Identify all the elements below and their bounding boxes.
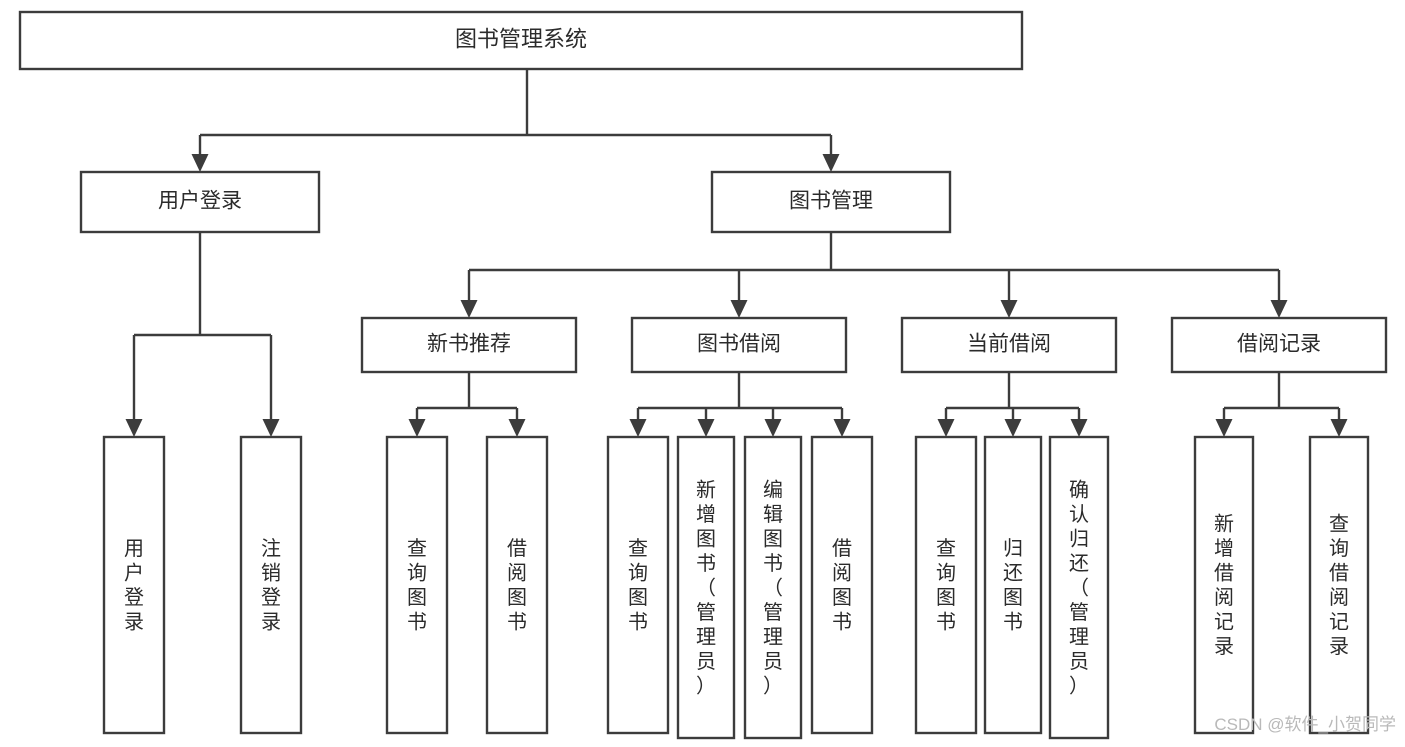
node-label-leaf-query-book-recommend: 查询图书 xyxy=(407,537,427,634)
node-box-book-management[interactable] xyxy=(710,170,952,234)
node-root[interactable]: 图书管理系统 xyxy=(18,10,1024,71)
node-layer: 图书管理系统用户登录图书管理新书推荐图书借阅当前借阅借阅记录用户登录注销登录查询… xyxy=(18,10,1388,740)
node-box-leaf-query-book-recommend[interactable] xyxy=(385,435,449,735)
node-leaf-user-logout[interactable]: 注销登录 xyxy=(239,435,303,735)
node-box-leaf-confirm-return-admin[interactable] xyxy=(1048,435,1110,740)
node-leaf-query-book-recommend[interactable]: 查询图书 xyxy=(385,435,449,735)
node-label-leaf-query-book-current: 查询图书 xyxy=(936,537,956,634)
node-box-root[interactable] xyxy=(18,10,1024,71)
node-box-leaf-add-borrow-record[interactable] xyxy=(1193,435,1255,735)
node-box-leaf-query-book-current[interactable] xyxy=(914,435,978,735)
node-book-borrow[interactable]: 图书借阅 xyxy=(630,316,848,374)
node-label-leaf-confirm-return-admin: 确认归还（管理员） xyxy=(1069,478,1089,697)
node-leaf-borrow-book-recommend[interactable]: 借阅图书 xyxy=(485,435,549,735)
node-label-leaf-query-book-borrow: 查询图书 xyxy=(628,537,648,634)
node-leaf-user-login[interactable]: 用户登录 xyxy=(102,435,166,735)
node-box-leaf-edit-book-admin[interactable] xyxy=(743,435,803,740)
watermark-label: CSDN @软件_小贺同学 xyxy=(1214,715,1396,734)
node-box-leaf-query-book-borrow[interactable] xyxy=(606,435,670,735)
node-label-leaf-edit-book-admin: 编辑图书（管理员） xyxy=(763,478,783,697)
node-label-current-borrow: 当前借阅 xyxy=(967,333,1051,356)
node-label-root: 图书管理系统 xyxy=(455,26,587,51)
node-box-leaf-borrow-book-recommend[interactable] xyxy=(485,435,549,735)
node-leaf-return-book[interactable]: 归还图书 xyxy=(983,435,1043,735)
node-label-user-login: 用户登录 xyxy=(158,190,242,213)
node-box-leaf-user-login[interactable] xyxy=(102,435,166,735)
node-box-leaf-query-borrow-record[interactable] xyxy=(1308,435,1370,735)
node-box-current-borrow[interactable] xyxy=(900,316,1118,374)
node-leaf-add-borrow-record[interactable]: 新增借阅记录 xyxy=(1193,435,1255,735)
node-box-book-borrow[interactable] xyxy=(630,316,848,374)
node-box-user-login[interactable] xyxy=(79,170,321,234)
node-box-leaf-return-book[interactable] xyxy=(983,435,1043,735)
node-label-book-borrow: 图书借阅 xyxy=(697,333,781,356)
node-leaf-add-book-admin[interactable]: 新增图书（管理员） xyxy=(676,435,736,740)
node-label-leaf-add-borrow-record: 新增借阅记录 xyxy=(1214,513,1234,659)
connector-layer xyxy=(125,69,1348,437)
node-label-leaf-borrow-book: 借阅图书 xyxy=(832,537,852,634)
node-label-leaf-add-book-admin: 新增图书（管理员） xyxy=(696,478,716,697)
node-leaf-query-book-borrow[interactable]: 查询图书 xyxy=(606,435,670,735)
node-label-leaf-user-login: 用户登录 xyxy=(124,538,144,634)
node-borrow-record[interactable]: 借阅记录 xyxy=(1170,316,1388,374)
node-current-borrow[interactable]: 当前借阅 xyxy=(900,316,1118,374)
node-leaf-query-book-current[interactable]: 查询图书 xyxy=(914,435,978,735)
node-label-leaf-return-book: 归还图书 xyxy=(1003,537,1023,634)
node-new-book-recommend[interactable]: 新书推荐 xyxy=(360,316,578,374)
node-box-borrow-record[interactable] xyxy=(1170,316,1388,374)
node-book-management[interactable]: 图书管理 xyxy=(710,170,952,234)
node-box-leaf-user-logout[interactable] xyxy=(239,435,303,735)
node-label-leaf-user-logout: 注销登录 xyxy=(261,537,281,634)
node-leaf-query-borrow-record[interactable]: 查询借阅记录 xyxy=(1308,435,1370,735)
node-leaf-confirm-return-admin[interactable]: 确认归还（管理员） xyxy=(1048,435,1110,740)
node-label-book-management: 图书管理 xyxy=(789,190,873,213)
node-label-new-book-recommend: 新书推荐 xyxy=(427,333,511,356)
node-label-leaf-query-borrow-record: 查询借阅记录 xyxy=(1329,513,1349,659)
node-user-login[interactable]: 用户登录 xyxy=(79,170,321,234)
node-label-borrow-record: 借阅记录 xyxy=(1237,333,1321,356)
node-label-leaf-borrow-book-recommend: 借阅图书 xyxy=(507,537,527,634)
node-leaf-edit-book-admin[interactable]: 编辑图书（管理员） xyxy=(743,435,803,740)
node-leaf-borrow-book[interactable]: 借阅图书 xyxy=(810,435,874,735)
node-box-leaf-borrow-book[interactable] xyxy=(810,435,874,735)
node-box-leaf-add-book-admin[interactable] xyxy=(676,435,736,740)
node-box-new-book-recommend[interactable] xyxy=(360,316,578,374)
